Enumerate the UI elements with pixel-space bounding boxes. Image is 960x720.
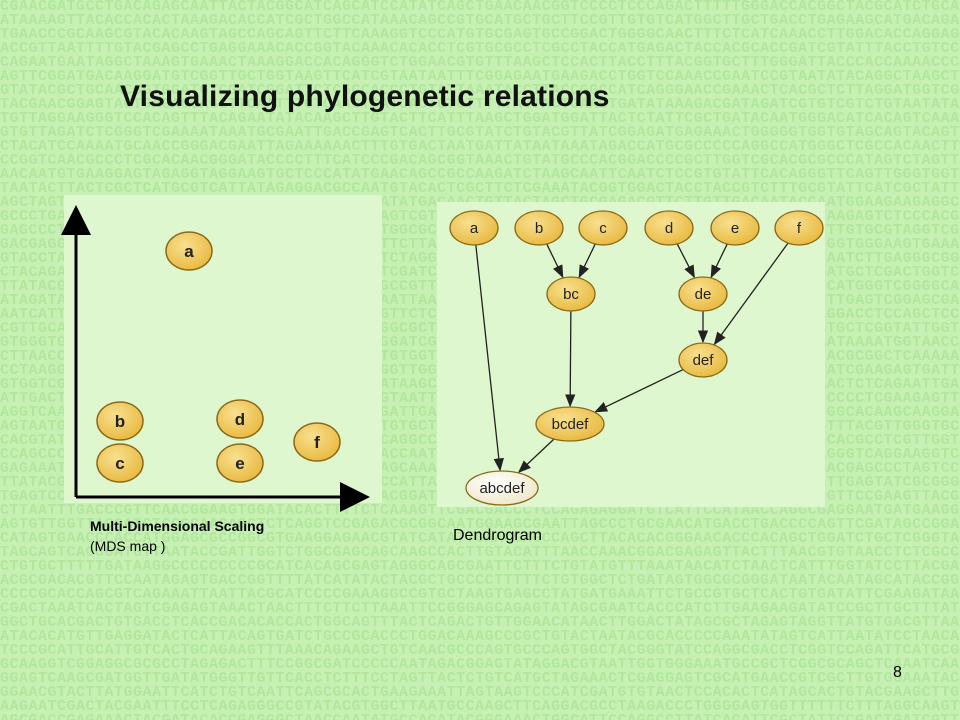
dendro-edge-bcdef-abcdef xyxy=(517,438,555,474)
dendro-node-e: e xyxy=(710,210,760,246)
dendro-node-label-bc: bc xyxy=(563,286,579,303)
mds-node-label-f: f xyxy=(314,433,320,452)
dendro-node-label-e: e xyxy=(731,220,739,237)
mds-node-d: d xyxy=(216,399,264,439)
dendro-node-label-def: def xyxy=(693,352,715,369)
dendro-edge-def-bcdef xyxy=(594,368,684,413)
dendro-node-def: def xyxy=(678,342,728,378)
dendro-node-label-bcdef: bcdef xyxy=(552,416,590,433)
mds-node-label-e: e xyxy=(235,454,244,473)
mds-node-label-c: c xyxy=(115,454,124,473)
dendro-node-bc: bc xyxy=(546,276,596,312)
dendro-node-label-a: a xyxy=(470,220,479,237)
dendro-edge-d-de xyxy=(676,243,695,279)
dendro-node-a: a xyxy=(449,210,499,246)
dendro-node-label-b: b xyxy=(535,220,543,237)
dendro-node-abcdef: abcdef xyxy=(465,470,539,506)
dendro-node-label-c: c xyxy=(599,220,607,237)
dendro-edge-a-abcdef xyxy=(475,244,504,472)
dendro-node-label-de: de xyxy=(695,286,712,303)
mds-node-label-b: b xyxy=(115,412,125,431)
dendro-node-label-abcdef: abcdef xyxy=(479,480,525,497)
dendro-node-f: f xyxy=(774,210,824,246)
dendro-node-bcdef: bcdef xyxy=(535,406,605,442)
dendro-node-b: b xyxy=(514,210,564,246)
mds-node-c: c xyxy=(96,443,144,483)
dendro-node-c: c xyxy=(578,210,628,246)
mds-caption-title: Multi-Dimensional Scaling xyxy=(90,518,265,534)
dendro-node-label-d: d xyxy=(665,220,673,237)
dendrogram-caption: Dendrogram xyxy=(453,527,542,544)
dendro-edge-f-def xyxy=(713,242,789,346)
mds-caption: Multi-Dimensional Scaling (MDS map ) xyxy=(90,516,264,556)
dendro-node-de: de xyxy=(678,276,728,312)
mds-node-f: f xyxy=(293,422,341,462)
mds-node-label-a: a xyxy=(184,242,194,261)
mds-node-label-d: d xyxy=(235,410,245,429)
dendro-node-label-f: f xyxy=(797,220,802,237)
mds-node-a: a xyxy=(165,231,213,271)
mds-node-e: e xyxy=(216,443,264,483)
dendro-edge-e-de xyxy=(710,243,728,279)
mds-caption-subtitle: (MDS map ) xyxy=(90,538,166,554)
slide-title: Visualizing phylogenetic relations xyxy=(120,80,610,113)
page-number: 8 xyxy=(893,664,902,681)
dendro-node-d: d xyxy=(644,210,694,246)
mds-node-b: b xyxy=(96,401,144,441)
dendrogram-panel xyxy=(437,202,825,507)
dendro-edge-bc-bcdef xyxy=(565,310,576,408)
dendro-edge-b-bc xyxy=(546,243,564,279)
dendro-edge-c-bc xyxy=(578,243,596,279)
